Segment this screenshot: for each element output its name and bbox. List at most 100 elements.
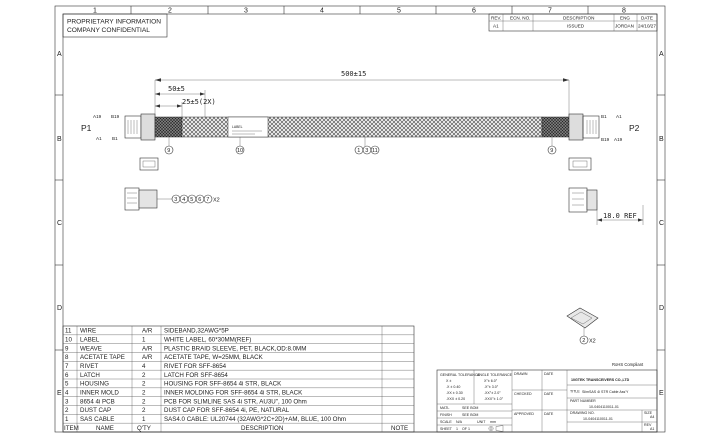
- qty-x2-a: X2: [213, 198, 220, 204]
- dim-50-label: 50±5: [168, 85, 185, 93]
- bom-cell: 4: [65, 389, 69, 396]
- bom-cell: LATCH: [80, 372, 100, 379]
- col-label: 8: [622, 8, 626, 15]
- scale-label: SCALE: [440, 420, 452, 424]
- p2-pin-a1: A1: [616, 114, 622, 119]
- approved-date-label: DATE: [544, 412, 554, 416]
- bom-cell: 2: [142, 407, 146, 414]
- part-number-label: PART NUMBER: [570, 399, 596, 403]
- balloon-9-right-text: 9: [550, 148, 553, 154]
- bom-cell: A/R: [142, 328, 153, 335]
- bom-cell: 6: [65, 372, 69, 379]
- dim-arrows-50: [155, 92, 205, 96]
- row-label: E: [659, 390, 664, 397]
- bom-cell: 2: [142, 389, 146, 396]
- size-value: A4: [650, 415, 654, 419]
- balloon-2-text: 2: [582, 338, 585, 344]
- general-tolerance-header: GENERAL TOLERANCE: [440, 373, 480, 377]
- rohs-note: RoHS Compliant: [612, 362, 644, 367]
- row-label: A: [57, 51, 62, 58]
- angle-tolerance-header: ANGLE TOLERANCE: [477, 373, 513, 377]
- row-label: C: [659, 220, 664, 227]
- cable-label: [227, 116, 269, 138]
- dust-cap-view: [566, 307, 599, 336]
- tol-row-3-gen: .XXX ± 0.20: [446, 397, 465, 401]
- drawn-label: DRAWN: [514, 372, 528, 376]
- drawing-no-value: 10-0404110011-01: [583, 417, 613, 421]
- bom-cell: 1: [65, 416, 69, 423]
- bom-cell: ACETATE TAPE: [80, 354, 125, 361]
- bom-cell: 2: [142, 398, 146, 405]
- projection-symbol: [488, 425, 504, 432]
- bom-cell: DUST CAP FOR SFF-8654 4i, PE, NATURAL: [164, 407, 290, 414]
- date-header: DATE: [641, 16, 653, 21]
- sheet-value: 1: [456, 427, 458, 431]
- p1-connector-mold: [140, 113, 156, 141]
- bom-cell: RIVET: [80, 363, 98, 370]
- bom-cell: 2: [142, 381, 146, 388]
- col-label: 6: [472, 8, 476, 15]
- p2-connector-body: [582, 115, 600, 139]
- material-value: SEE BOM: [462, 406, 478, 410]
- bom-cell: 9: [65, 345, 69, 352]
- p2-end-view: [568, 157, 592, 171]
- of-label: OF: [462, 427, 468, 431]
- bom-cell: RIVET FOR SFF-8654: [164, 363, 227, 370]
- of-value: 1: [468, 427, 470, 431]
- eng-header: ENG: [620, 16, 630, 21]
- col-label: 7: [548, 8, 552, 15]
- bom-cell: SAS4.0 CABLE: UL20744 (32AWG*2C+2D)+AM, …: [164, 416, 346, 423]
- tol-row-2-ang: .XX°± 2.0°: [484, 391, 501, 395]
- p1-pin-b1: B1: [112, 136, 118, 141]
- p2-pin-a19: A19: [614, 137, 623, 142]
- balloon-5-text: 5: [190, 197, 193, 203]
- approved-label: APPROVED: [514, 412, 534, 416]
- bom-cell: LATCH FOR SFF-8654: [164, 372, 228, 379]
- balloon-6-text: 6: [198, 197, 201, 203]
- tol-row-1-gen: .X ± 0.40: [446, 385, 460, 389]
- checked-label: CHECKED: [514, 392, 532, 396]
- col-label: 2: [168, 8, 172, 15]
- bom-header-cell: NAME: [96, 425, 114, 432]
- p1-label: P1: [81, 123, 92, 133]
- bom-cell: INNER MOLDING FOR SFF-8654 4i STR, BLACK: [164, 389, 303, 396]
- balloon-4-text: 4: [182, 197, 185, 203]
- bom-cell: 8654 4i PCB: [80, 398, 115, 405]
- col-label: 3: [244, 8, 248, 15]
- balloon-9: [164, 145, 174, 155]
- proprietary-line1: PROPRIETARY INFORMATION: [67, 19, 161, 26]
- p1-pin-a19: A19: [93, 114, 102, 119]
- balloon-7: [203, 194, 213, 204]
- p2-label: P2: [629, 123, 640, 133]
- description-header: DESCRIPTION: [563, 16, 594, 21]
- p2-connector-mold: [568, 113, 584, 141]
- unit-value: mm: [490, 420, 496, 424]
- tol-row-0-ang: X°± 6.0°: [484, 379, 498, 383]
- bom-cell: HOUSING FOR SFF-8654 4i STR, BLACK: [164, 381, 282, 388]
- bom-cell: A/R: [142, 354, 153, 361]
- col-label: 4: [320, 8, 324, 15]
- balloon-10: [235, 145, 245, 155]
- ecn-header: ECN. NO.: [510, 16, 530, 21]
- sheet-label: SHEET: [440, 427, 453, 431]
- bom-cell: 2: [142, 372, 146, 379]
- drawing-no-label: DRAWING NO.: [570, 411, 595, 415]
- bom-cell: ACETATE TAPE, W=25MM, BLACK: [164, 354, 264, 361]
- grid-row-markers: A B C D E A B C D E: [55, 51, 665, 397]
- dim-total-label: 500±15: [341, 70, 366, 78]
- title-value: SlimSAS 4i STR Cable Ass'Y: [582, 390, 629, 394]
- grid-column-markers: 1 2 3 4 5 6 7 8: [93, 6, 626, 15]
- bom-cell: PLASTIC BRAID SLEEVE, PET, BLACK,OD:8.0M…: [164, 345, 306, 352]
- checked-date-label: DATE: [544, 392, 554, 396]
- bom-cell: A/R: [142, 345, 153, 352]
- col-label: 1: [93, 8, 97, 15]
- bom-cell: 7: [65, 363, 69, 370]
- balloon-11-text: 11: [372, 148, 378, 154]
- p2-pin-b1: B1: [601, 114, 607, 119]
- size-label: SIZE: [644, 411, 653, 415]
- bom-cell: WIRE: [80, 328, 96, 335]
- balloon-10-text: 10: [237, 148, 243, 154]
- rev-label: REV: [644, 423, 652, 427]
- bom-cell: 8: [65, 354, 69, 361]
